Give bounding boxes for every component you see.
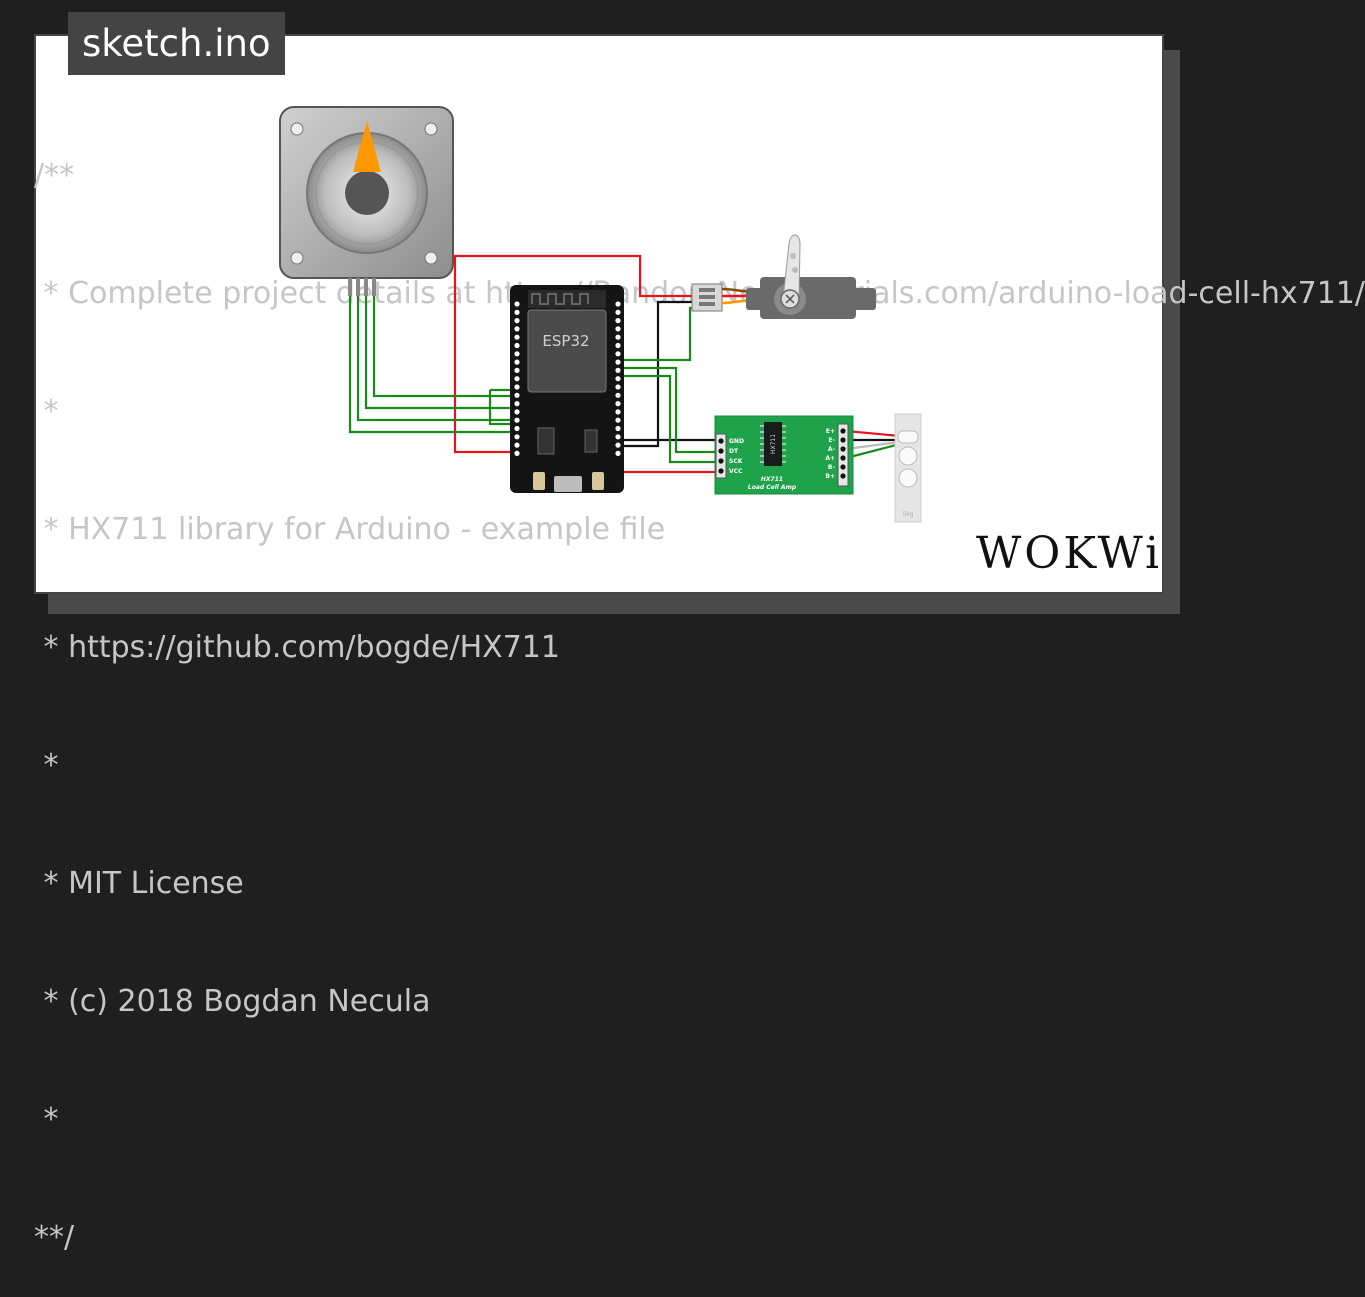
wire-green-sck <box>615 374 718 464</box>
code-line: * <box>34 748 59 783</box>
esp32-pin <box>514 425 520 432</box>
wire-lc-red <box>845 429 901 438</box>
esp32-pin <box>514 409 520 415</box>
hx711-subtitle: Load Cell Amp <box>748 484 797 491</box>
code-line: * HX711 library for Arduino - example fi… <box>34 512 666 547</box>
esp32-pin <box>615 425 621 432</box>
esp32-pin <box>514 301 520 307</box>
esp32-pin <box>615 334 621 340</box>
hx711-pin-eminus: E- <box>828 437 835 444</box>
esp32-pin <box>615 409 621 415</box>
load-cell[interactable]: 5kg <box>894 413 922 523</box>
esp32-pins-left <box>514 301 520 456</box>
wokwi-logo: WOKWi <box>976 528 1163 579</box>
hx711-chip-legs <box>760 425 786 463</box>
esp32-pins-right <box>615 301 621 456</box>
esp32-pin <box>615 367 621 373</box>
esp32-pin <box>615 301 621 307</box>
esp32-pin <box>615 351 621 357</box>
wire-green-servo <box>615 306 693 362</box>
code-line: /** <box>34 158 75 193</box>
esp32-pin <box>514 367 520 373</box>
wire-red-power <box>453 254 693 454</box>
wire-green-step6 <box>488 390 516 426</box>
esp32-pin <box>615 450 621 456</box>
hx711-pin-gnd: GND <box>729 438 744 445</box>
esp32-pin <box>615 392 621 398</box>
esp32-pin <box>514 318 520 324</box>
wire-lc-white <box>845 440 901 451</box>
esp32-pin <box>514 309 520 315</box>
esp32-pin <box>514 359 520 365</box>
hx711-pin-eplus: E+ <box>826 428 835 435</box>
hx711-pin-sck: SCK <box>729 458 743 465</box>
hx711-pin-bplus: B+ <box>825 473 835 480</box>
code-line: * Complete project details at https://Ra… <box>43 276 1365 311</box>
circuit-diagram: ESP32 GND <box>279 106 922 523</box>
code-line: * MIT License <box>34 866 244 901</box>
esp32-pin <box>514 384 520 390</box>
esp32-pin <box>514 326 520 332</box>
wire-lc-green <box>845 442 901 460</box>
esp32-pin <box>615 326 621 332</box>
code-editor[interactable]: /** * Complete project details at https:… <box>34 82 1365 1297</box>
esp32-pin <box>615 434 621 440</box>
load-cell-label: 5kg <box>902 511 913 518</box>
code-line: * <box>34 1102 59 1137</box>
hx711-left-pins <box>718 438 724 474</box>
esp32-pin <box>615 342 621 349</box>
esp32-pin <box>514 450 520 456</box>
esp32-pin <box>615 359 621 365</box>
hx711-pin-aminus: A- <box>828 446 836 453</box>
esp32-pin <box>615 309 621 315</box>
hx711-right-pins <box>840 428 846 479</box>
esp32-pin <box>514 392 520 398</box>
code-line: * https://github.com/bogde/HX711 <box>34 630 560 665</box>
hx711-pin-dt: DT <box>729 448 739 455</box>
esp32-pin <box>514 442 520 448</box>
esp32-pin <box>615 401 621 407</box>
hx711-title: HX711 <box>761 476 783 483</box>
esp32-pin <box>615 376 621 382</box>
motor-pointer <box>353 121 381 172</box>
esp32-pin <box>615 384 621 390</box>
wire-green-step2 <box>356 280 516 422</box>
wire-green-dt <box>615 366 718 454</box>
servo-motor[interactable] <box>691 234 876 319</box>
wire-green-step1 <box>348 280 516 434</box>
esp32-pin <box>615 442 621 448</box>
esp32-board[interactable]: ESP32 <box>510 285 624 493</box>
file-tab-title[interactable]: sketch.ino <box>68 12 285 75</box>
code-line: **/ <box>34 1220 75 1255</box>
esp32-label: ESP32 <box>542 332 589 350</box>
esp32-pin <box>615 318 621 324</box>
stepper-motor[interactable] <box>279 106 454 296</box>
wire-green-step4 <box>372 280 516 398</box>
esp32-pin <box>514 401 520 407</box>
esp32-pin <box>514 342 520 349</box>
code-line: * <box>34 394 59 429</box>
esp32-pin <box>514 334 520 340</box>
hx711-pin-vcc: VCC <box>729 468 743 475</box>
hx711-module[interactable]: GND DT SCK VCC HX711 HX711 Load Cell Amp… <box>714 415 854 495</box>
esp32-pin <box>615 417 621 423</box>
hx711-pin-bminus: B- <box>828 464 836 471</box>
code-line: * (c) 2018 Bogdan Necula <box>34 984 431 1019</box>
wire-green-step3 <box>364 280 516 410</box>
esp32-pin <box>514 434 520 440</box>
esp32-pin <box>514 417 520 423</box>
hx711-pin-aplus: A+ <box>825 455 835 462</box>
esp32-pin <box>514 351 520 357</box>
hx711-chip-label: HX711 <box>770 434 777 454</box>
esp32-pin <box>514 376 520 382</box>
